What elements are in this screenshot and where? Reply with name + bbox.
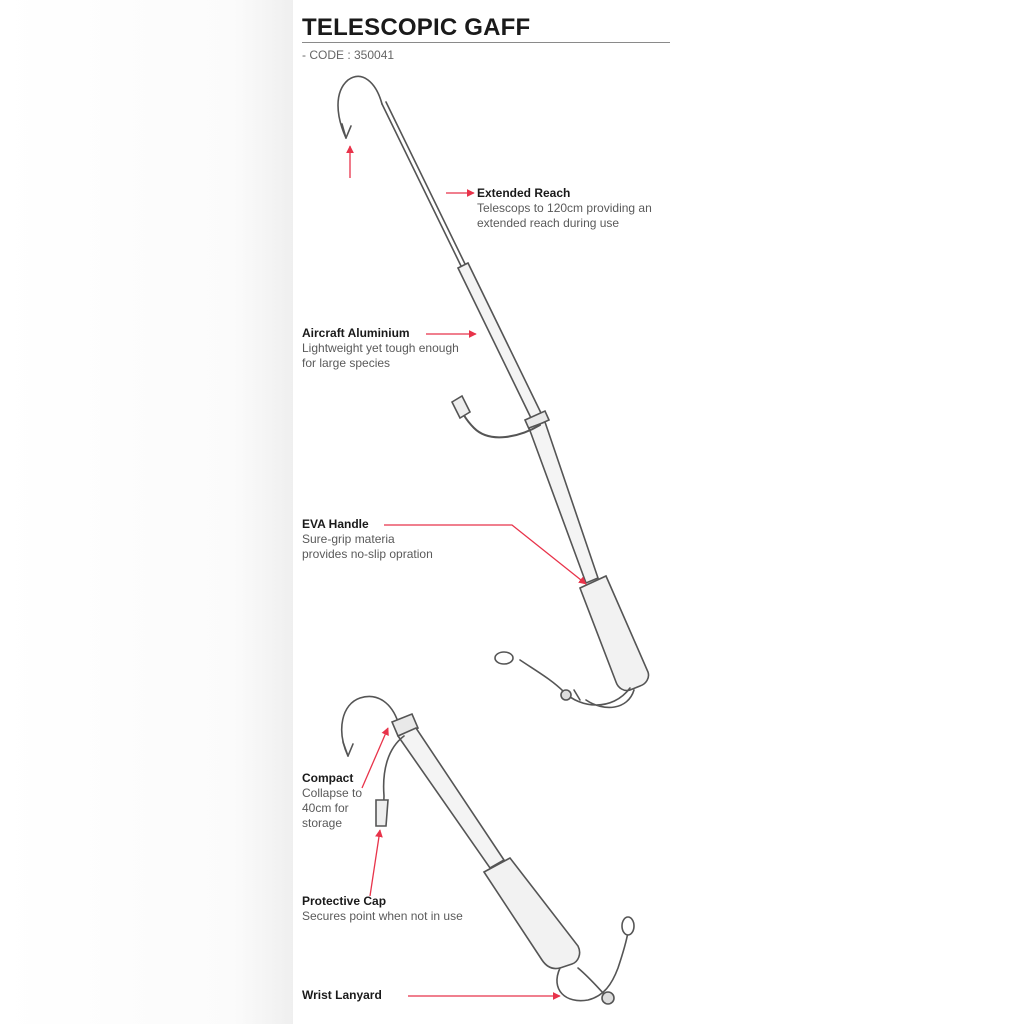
compact-lanyard-bead [601, 991, 615, 1005]
product-code: - CODE : 350041 [302, 48, 395, 62]
extended-handle [578, 574, 650, 692]
callout-heading: Compact [302, 771, 354, 785]
callout-heading: Wrist Lanyard [302, 988, 382, 1002]
extended-hook [337, 75, 383, 139]
callout-pointers [346, 145, 587, 1000]
callout-aircraft-aluminium: Aircraft Aluminium Lightweight yet tough… [302, 326, 459, 371]
extended-shaft-mid [456, 261, 543, 420]
compact-arrow [361, 727, 389, 789]
protective-cap-arrow [369, 829, 383, 897]
compact-handle [482, 856, 581, 970]
callout-description: Lightweight yet tough enough for large s… [302, 341, 459, 370]
callout-heading: EVA Handle [302, 517, 369, 531]
callout-heading: Extended Reach [477, 186, 571, 200]
page-margin [0, 0, 293, 1024]
callout-description: Secures point when not in use [302, 909, 463, 923]
callout-description: Collapse to 40cm for storage [302, 786, 363, 830]
callout-protective-cap: Protective Cap Secures point when not in… [302, 894, 463, 924]
callout-compact: Compact Collapse to 40cm for storage [302, 771, 362, 831]
extended-lanyard-bead [560, 689, 572, 701]
product-title: TELESCOPIC GAFF [302, 14, 531, 41]
extended-shaft-thin [381, 101, 467, 269]
callout-extended-reach: Extended Reach Telescops to 120cm provid… [477, 186, 652, 231]
callout-eva-handle: EVA Handle Sure-grip materia provides no… [302, 517, 433, 562]
extended-shaft-lower [527, 420, 599, 585]
callout-wrist-lanyard: Wrist Lanyard [302, 988, 382, 1003]
title-rule [302, 42, 670, 43]
callout-heading: Protective Cap [302, 894, 387, 908]
callout-heading: Aircraft Aluminium [302, 326, 410, 340]
compact-hook [340, 695, 399, 757]
compact-hook-point [342, 741, 354, 757]
compact-gaff [340, 695, 635, 1005]
extended-collar [523, 409, 551, 431]
extended-cap [450, 394, 472, 420]
compact-shaft [396, 726, 506, 870]
extended-gaff [337, 75, 650, 709]
callout-description: Telescops to 120cm providing an extended… [477, 201, 652, 230]
extended-hook-point [341, 123, 352, 139]
compact-cap [375, 799, 389, 827]
extended-lanyard-loop [494, 651, 514, 665]
compact-lanyard-loop [621, 916, 635, 936]
callout-description: Sure-grip materia provides no-slip oprat… [302, 532, 433, 561]
eva-handle-arrow [384, 524, 587, 585]
